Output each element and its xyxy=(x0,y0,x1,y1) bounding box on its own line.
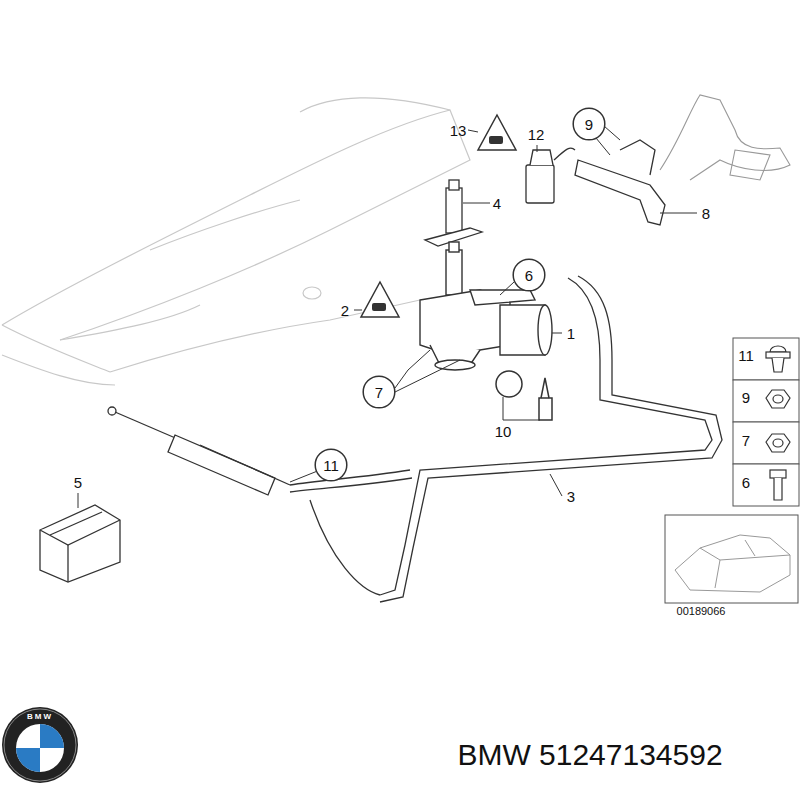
callout-number: 6 xyxy=(742,475,750,490)
callout-number: 3 xyxy=(567,489,575,504)
callout-number: 7 xyxy=(742,433,750,448)
callout-number: 11 xyxy=(738,348,754,363)
callout-number: 5 xyxy=(74,475,82,490)
callout-number: 7 xyxy=(375,385,383,400)
callout-number: 9 xyxy=(585,117,593,132)
callout-number: 6 xyxy=(525,268,533,283)
part-number: BMW 51247134592 xyxy=(457,740,722,770)
callout-number: 13 xyxy=(450,123,467,138)
callout-circle: 7 xyxy=(362,375,396,409)
callout-number: 12 xyxy=(528,127,545,142)
callout-number: 9 xyxy=(742,390,750,405)
callout-number: 11 xyxy=(323,458,339,473)
callout-circle: 11 xyxy=(314,448,348,482)
callout-number: 4 xyxy=(493,196,501,211)
callout-number: 8 xyxy=(702,206,710,221)
callout-number: 10 xyxy=(495,424,512,439)
figure-number: 00189066 xyxy=(677,606,726,617)
callout-circle: 9 xyxy=(572,107,606,141)
callout-circle: 6 xyxy=(512,258,546,292)
logo-text: BMW xyxy=(27,713,53,721)
callout-number: 1 xyxy=(567,326,575,341)
callout-number: 2 xyxy=(341,303,349,318)
